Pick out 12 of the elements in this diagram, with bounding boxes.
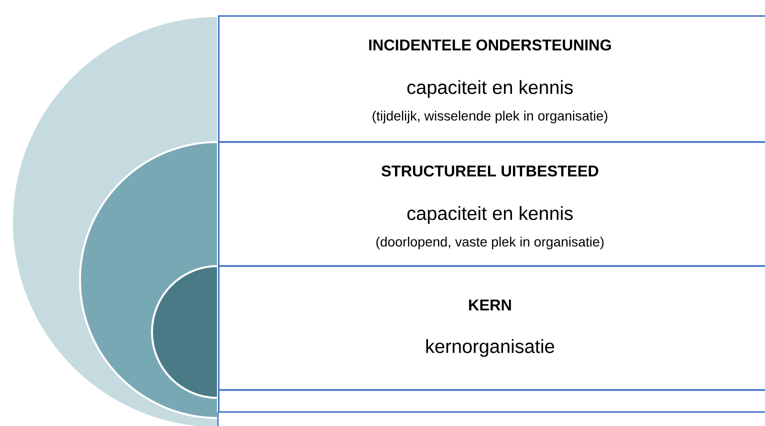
band-text: capaciteit en kennis [407, 206, 573, 224]
band-heading: KERN [469, 300, 511, 310]
empty-band-box [218, 389, 765, 413]
band-text: kernorganisatie [426, 339, 554, 357]
band-note: (tijdelijk, wisselende plek in organisatie) [372, 110, 608, 124]
band-text: capaciteit en kennis [407, 80, 573, 98]
band-box [218, 265, 765, 391]
band-box [218, 141, 765, 267]
band-heading: INCIDENTELE ONDERSTEUNING [369, 40, 611, 50]
band-box [218, 15, 765, 143]
band-note: (doorlopend, vaste plek in organisatie) [376, 236, 604, 250]
band-heading: STRUCTUREEL UITBESTEED [382, 166, 598, 176]
